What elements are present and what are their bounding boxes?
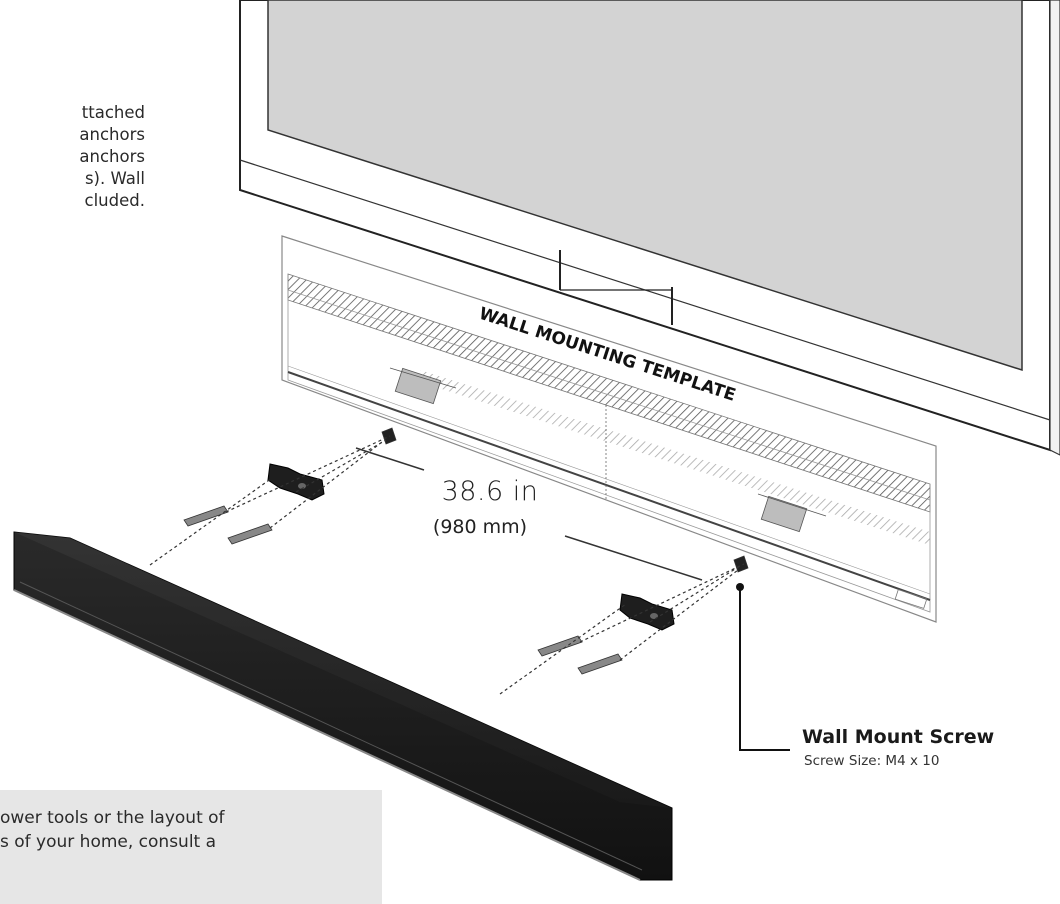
screw-size-label: Screw Size: M4 x 10 — [804, 753, 940, 769]
left-bracket — [267, 463, 325, 501]
wall-mount-screw-label: Wall Mount Screw — [802, 726, 995, 748]
caution-note-text: ower tools or the layout of s of your ho… — [0, 806, 225, 854]
alignment-dashes — [149, 435, 745, 695]
side-line-2: anchors — [79, 125, 145, 144]
caution-note-box — [0, 790, 382, 904]
wall-mounting-template — [281, 235, 937, 623]
caution-line-1: ower tools or the layout of — [0, 808, 225, 828]
side-line-3: anchors — [79, 147, 145, 166]
side-line-1: ttached — [81, 103, 145, 122]
dimension-inches: 38.6 in — [441, 476, 539, 507]
tv-illustration — [239, 0, 1060, 456]
soundbar — [13, 531, 673, 881]
side-instructions: ttached anchors anchors s). Wall cluded. — [0, 102, 145, 212]
dimension-millimeters: (980 mm) — [432, 516, 528, 538]
dimension-lines — [355, 447, 703, 581]
side-line-4: s). Wall — [84, 169, 145, 188]
right-bracket — [619, 593, 675, 631]
callout-leader — [736, 583, 790, 751]
caution-line-2: s of your home, consult a — [0, 832, 217, 852]
side-line-5: cluded. — [84, 191, 145, 210]
